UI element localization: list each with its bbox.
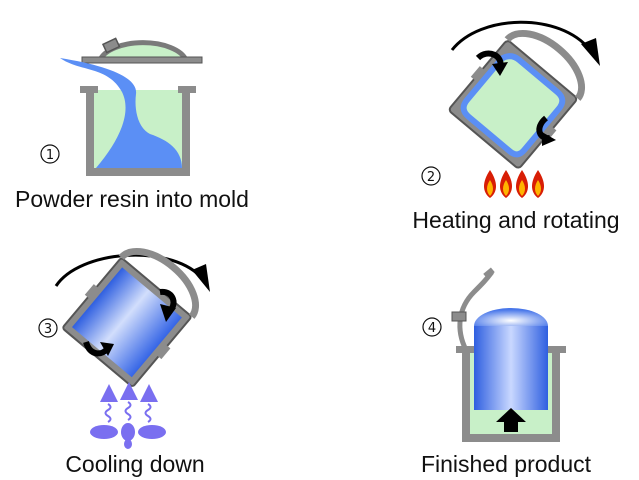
steam-icon bbox=[100, 382, 158, 423]
step-3-number: 3 bbox=[38, 318, 58, 338]
step-2-number: 2 bbox=[421, 166, 441, 186]
step-1-number: 1 bbox=[40, 144, 60, 164]
step-4-caption: Finished product bbox=[421, 451, 592, 477]
mold-lid-open bbox=[81, 37, 203, 64]
flame-icon bbox=[484, 170, 544, 198]
powder-resin-stream bbox=[60, 58, 182, 168]
step-4-number: 4 bbox=[422, 317, 442, 337]
eject-arrow-icon bbox=[496, 408, 526, 432]
rotation-arrow-icon bbox=[450, 20, 592, 51]
finished-product bbox=[474, 308, 548, 410]
svg-text:1: 1 bbox=[46, 148, 54, 163]
step-3-caption: Cooling down bbox=[65, 451, 204, 477]
mold-lid-open bbox=[451, 267, 495, 352]
cooling-mold bbox=[62, 247, 199, 387]
rotating-mold bbox=[448, 29, 585, 169]
svg-text:2: 2 bbox=[427, 170, 435, 185]
step-2-caption: Heating and rotating bbox=[412, 207, 619, 233]
step-3-group: 3 Cooling down bbox=[38, 247, 210, 477]
svg-text:4: 4 bbox=[428, 321, 436, 336]
step-1-group: 1 Powder resin into mold bbox=[15, 37, 249, 212]
step-4-group: 4 Finished product bbox=[421, 267, 592, 477]
cooling-fan-icon bbox=[90, 423, 166, 449]
svg-text:3: 3 bbox=[44, 322, 52, 337]
step-2-group: 2 Heating and rotating bbox=[412, 20, 620, 233]
step-1-caption: Powder resin into mold bbox=[15, 186, 249, 212]
